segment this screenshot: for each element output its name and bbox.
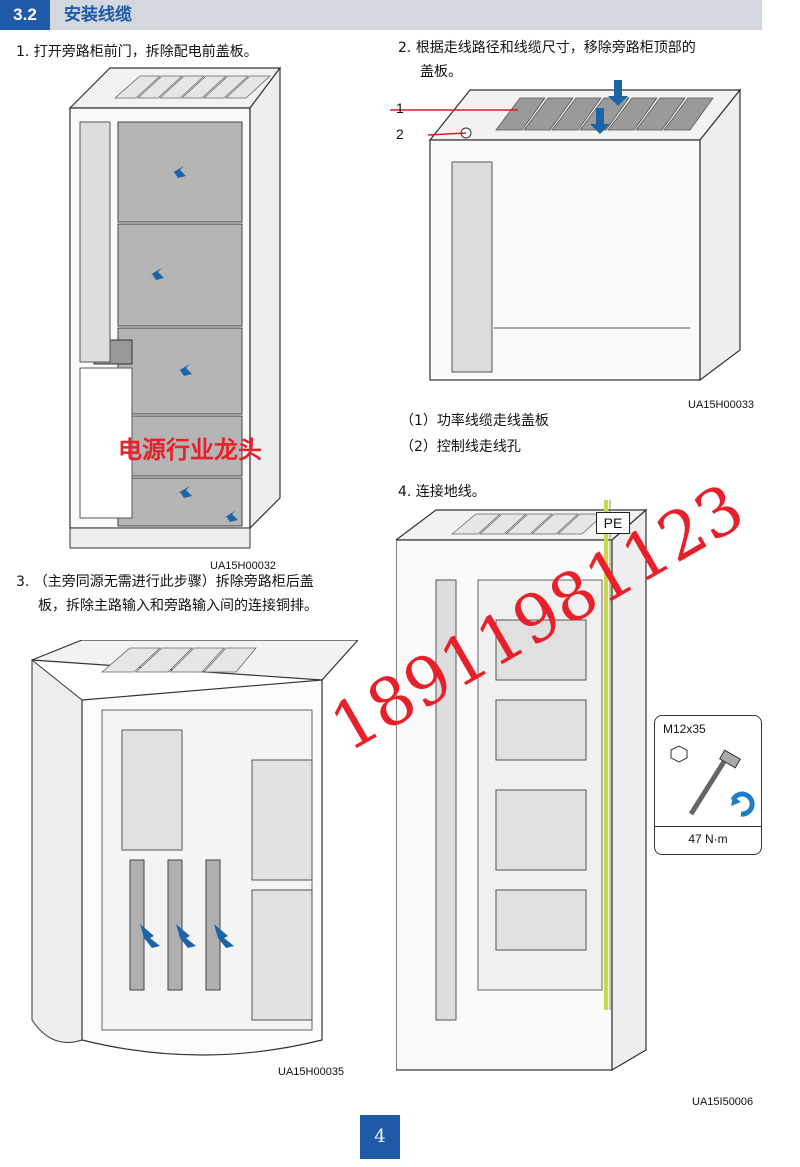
legend-item-2: （2）控制线走线孔: [400, 439, 521, 455]
figure-3-caption: UA15H00035: [278, 1066, 345, 1078]
watermark-brand: 电源行业龙头: [118, 436, 262, 464]
section-header: 3.2 安装线缆: [0, 0, 762, 30]
figure-2-legend: （1）功率线缆走线盖板 （2）控制线走线孔: [400, 408, 549, 460]
section-title: 安装线缆: [64, 5, 132, 25]
figure-ground-cabinet: [396, 500, 648, 1072]
figure-4-caption: UA15I50006: [692, 1096, 754, 1108]
legend-item-1: （1）功率线缆走线盖板: [400, 413, 549, 429]
bolt-size: M12x35: [663, 722, 706, 736]
callout-1: 1: [396, 100, 404, 116]
step-2-text: 2. 根据走线路径和线缆尺寸，移除旁路柜顶部的 盖板。: [398, 36, 696, 84]
step-2-line-1: 2. 根据走线路径和线缆尺寸，移除旁路柜顶部的: [398, 40, 696, 56]
torque-value: 47 N·m: [688, 832, 728, 846]
step-3-line-2: 板，拆除主路输入和旁路输入间的连接铜排。: [38, 598, 318, 614]
step-2-line-2: 盖板。: [420, 64, 462, 80]
pe-label: PE: [596, 512, 630, 534]
section-number: 3.2: [0, 0, 50, 30]
figure-front-cabinet: [68, 66, 282, 549]
figure-top-cover: [390, 80, 742, 382]
figure-rear-cabinet: [31, 640, 358, 1056]
step-4-text: 4. 连接地线。: [398, 484, 486, 500]
page-number: 4: [360, 1115, 400, 1159]
step-3-text: 3. （主旁同源无需进行此步骤）拆除旁路柜后盖 板，拆除主路输入和旁路输入间的连…: [16, 570, 318, 618]
figure-1-caption: UA15H00032: [210, 560, 277, 572]
step-3-line-1: 3. （主旁同源无需进行此步骤）拆除旁路柜后盖: [16, 574, 314, 590]
step-1-text: 1. 打开旁路柜前门，拆除配电前盖板。: [16, 44, 258, 60]
tool-spec-box: M12x35 47 N·m: [654, 715, 762, 855]
figure-2-caption: UA15H00033: [688, 399, 755, 411]
callout-2: 2: [396, 126, 404, 142]
socket-wrench-icon: [670, 745, 755, 817]
